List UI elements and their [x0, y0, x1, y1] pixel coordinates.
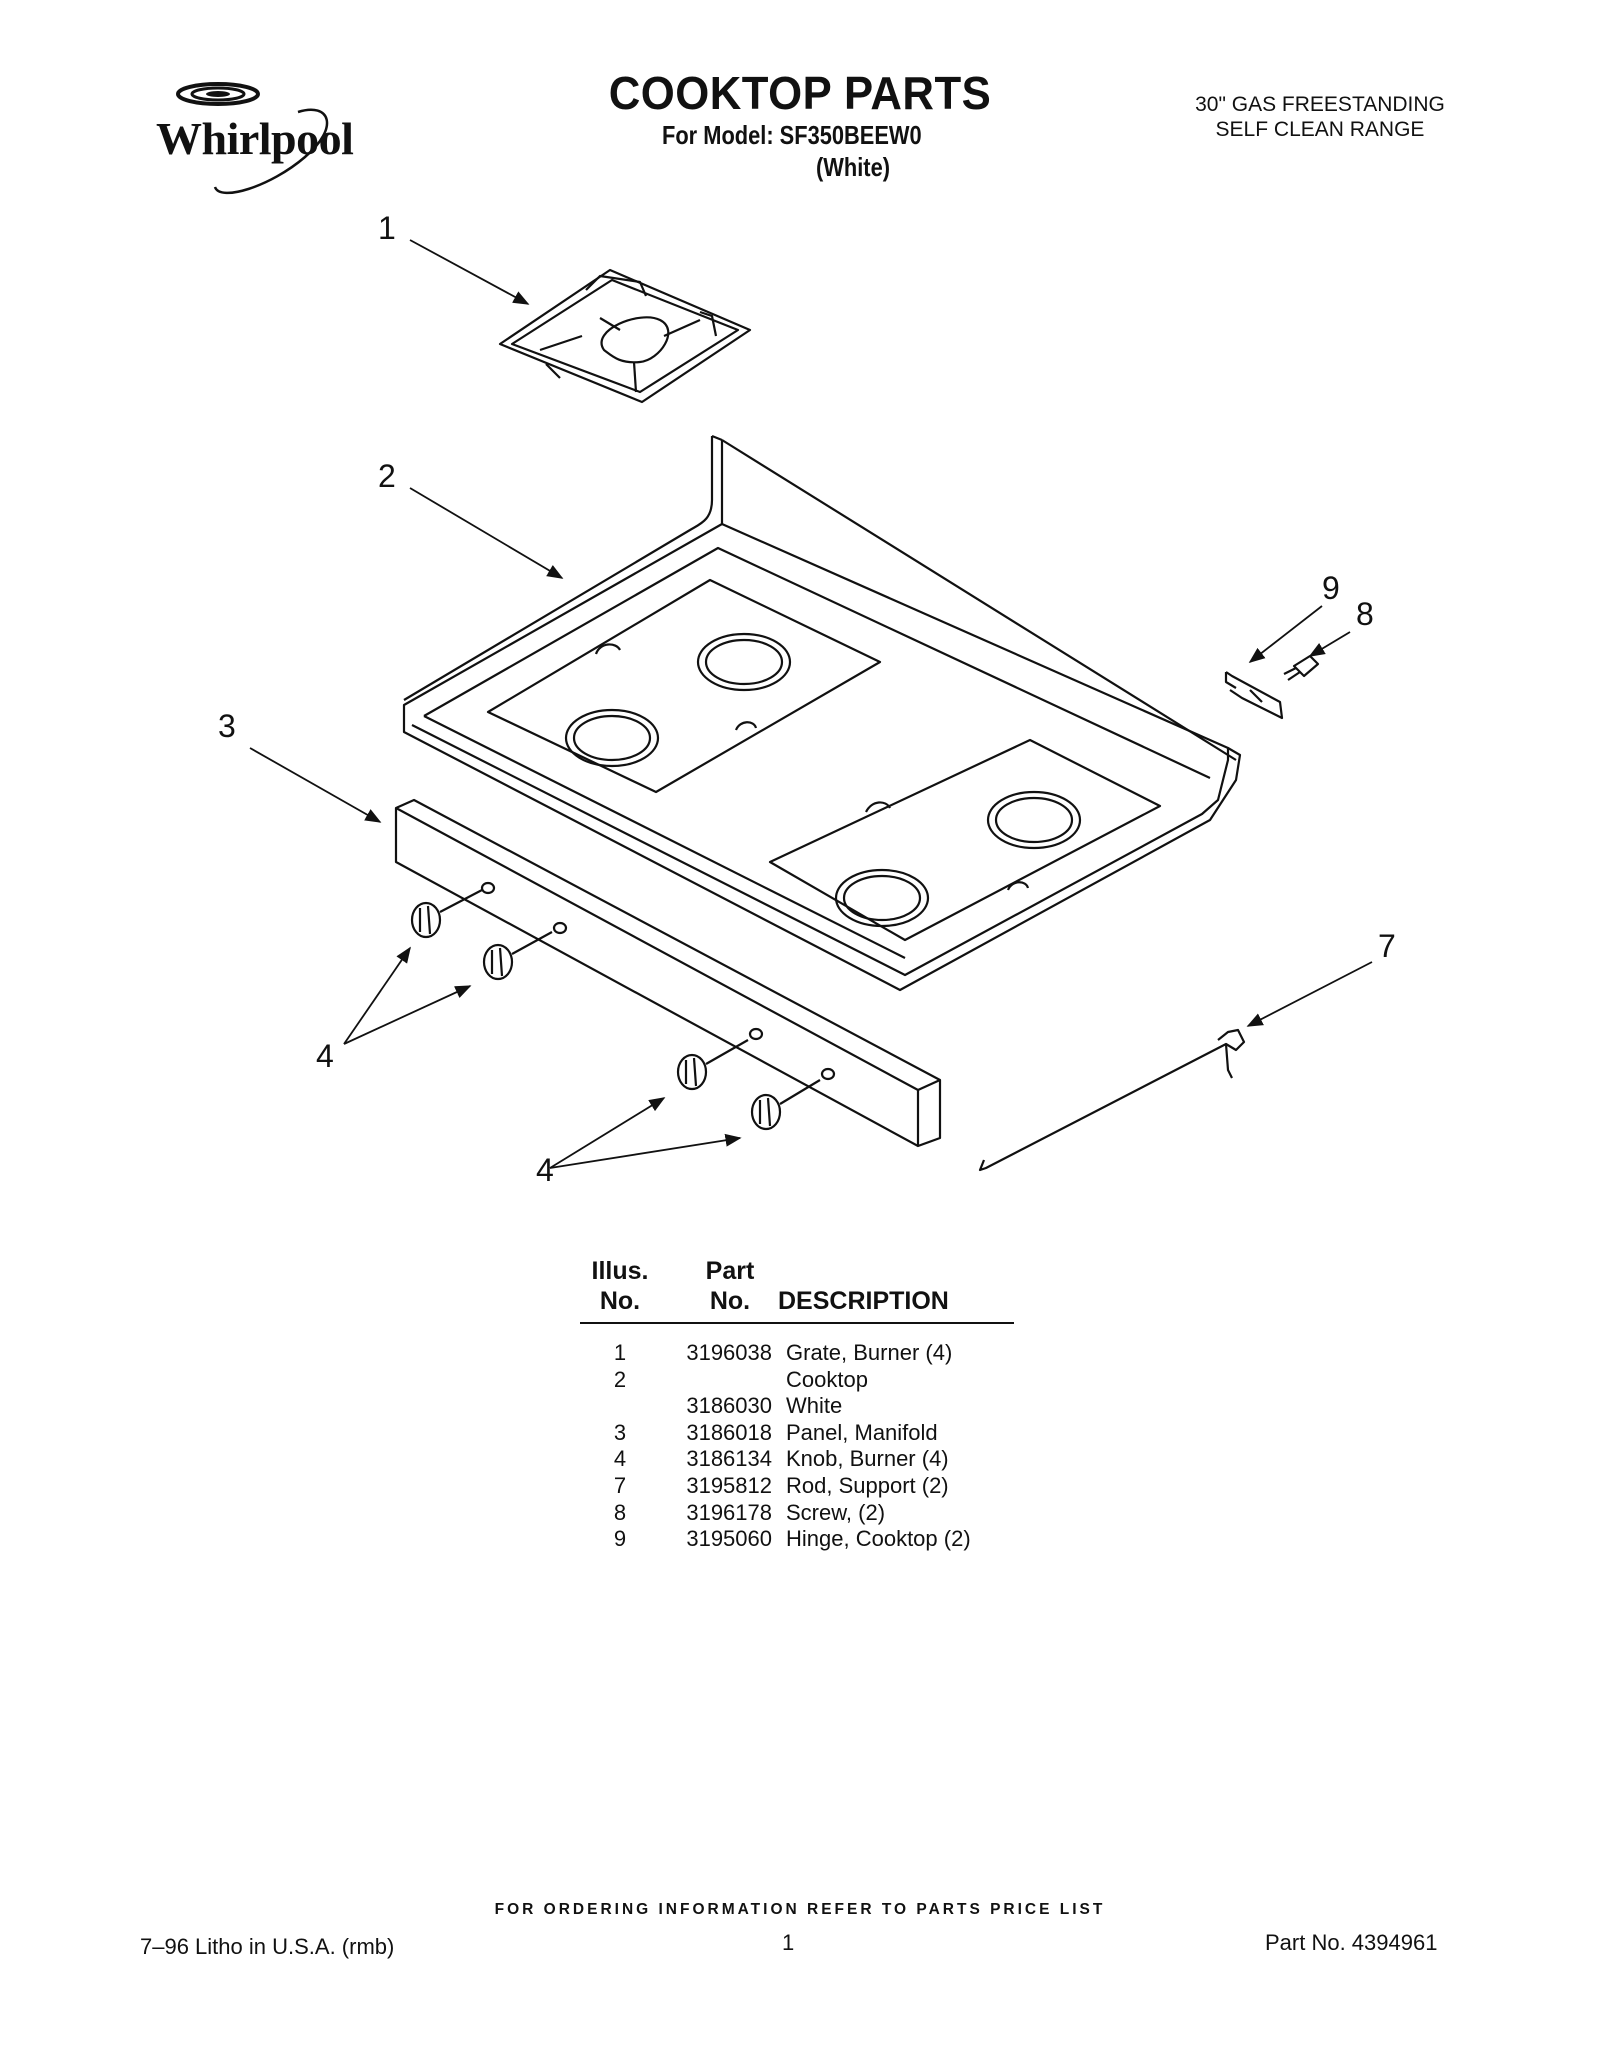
description: Panel, Manifold: [786, 1419, 938, 1445]
part-no: 3186134: [686, 1446, 772, 1472]
exploded-parts-diagram: 1 2 3 4 4 9 8 7: [0, 200, 1600, 1200]
manifold-panel-drawing: [394, 798, 942, 1148]
table-row: 9 3195060 Hinge, Cooktop (2): [580, 1526, 1020, 1553]
callout-8: 8: [1356, 596, 1374, 632]
description: Hinge, Cooktop (2): [786, 1526, 971, 1552]
part-number: Part No. 4394961: [1265, 1930, 1438, 1955]
header-illus-line2: No.: [599, 1287, 641, 1315]
part-no: 3196178: [686, 1499, 772, 1525]
header-illus-no: Illus. No.: [580, 1256, 660, 1316]
callout-3: 3: [218, 708, 236, 744]
table-row: 4 3186134 Knob, Burner (4): [580, 1446, 1020, 1473]
hinge-and-screw-drawing: [1224, 654, 1320, 720]
table-row: 7 3195812 Rod, Support (2): [580, 1473, 1020, 1500]
header-description-text: DESCRIPTION: [778, 1287, 949, 1315]
illus-no: 8: [613, 1499, 627, 1525]
whirlpool-logo: Whirlpool: [140, 72, 380, 202]
parts-table-rows: 1 3196038 Grate, Burner (4) 2 Cooktop 31…: [580, 1340, 1020, 1553]
table-header-rule: [580, 1322, 1014, 1324]
table-row: 3 3186018 Panel, Manifold: [580, 1420, 1020, 1447]
callout-9: 9: [1322, 570, 1340, 606]
diagram-drawing: [249, 239, 1373, 1172]
page-number: 1: [782, 1930, 795, 1955]
part-no: 3196038: [686, 1340, 772, 1365]
range-line-2: SELF CLEAN RANGE: [1215, 118, 1425, 141]
brand-wordmark: Whirlpool: [156, 113, 354, 164]
ordering-notice: FOR ORDERING INFORMATION REFER TO PARTS …: [494, 1901, 1106, 1918]
litho-note: 7–96 Litho in U.S.A. (rmb): [140, 1934, 395, 1959]
color-line: (White): [816, 152, 890, 182]
support-rod-drawing: [978, 1028, 1246, 1172]
description: White: [786, 1393, 843, 1419]
callout-2: 2: [378, 458, 396, 494]
model-line: For Model: SF350BEEW0: [662, 120, 922, 150]
illus-no: 3: [613, 1419, 627, 1445]
part-no: 3186030: [686, 1393, 772, 1419]
page-title: COOKTOP PARTS: [608, 67, 992, 119]
callout-4-right: 4: [536, 1152, 554, 1188]
header-illus-line1: Illus.: [591, 1257, 649, 1285]
description: Knob, Burner (4): [786, 1446, 949, 1472]
callout-4-left: 4: [316, 1038, 334, 1074]
description: Grate, Burner (4): [786, 1340, 953, 1365]
range-line-1: 30" GAS FREESTANDING: [1195, 93, 1445, 116]
part-no: 3195812: [686, 1472, 772, 1498]
illus-no: 4: [613, 1446, 627, 1472]
table-row: 3186030 White: [580, 1393, 1020, 1420]
burner-grate-drawing: [498, 268, 752, 404]
cooktop-drawing: [402, 434, 1242, 992]
description: Screw, (2): [786, 1499, 886, 1525]
illus-no: 9: [613, 1526, 627, 1552]
table-row: 1 3196038 Grate, Burner (4): [580, 1340, 1020, 1367]
header-part-line2: No.: [709, 1287, 751, 1315]
header-part-line1: Part: [705, 1257, 755, 1285]
description: Rod, Support (2): [786, 1472, 949, 1498]
header-part-no: Part No.: [680, 1256, 780, 1316]
part-no: 3195060: [686, 1526, 772, 1552]
callout-1: 1: [378, 210, 396, 246]
illus-no: 1: [613, 1340, 627, 1365]
part-no: 3186018: [686, 1419, 772, 1445]
table-row: 2 Cooktop: [580, 1367, 1020, 1394]
callout-7: 7: [1378, 928, 1396, 964]
table-row: 8 3196178 Screw, (2): [580, 1500, 1020, 1527]
illus-no: 7: [613, 1472, 627, 1498]
header-description: DESCRIPTION: [778, 1286, 978, 1316]
burner-knobs-drawing: [410, 889, 821, 1131]
illus-no: 2: [613, 1366, 627, 1392]
swirl-icon: [176, 82, 329, 195]
description: Cooktop: [786, 1366, 868, 1392]
range-description: 30" GAS FREESTANDING SELF CLEAN RANGE: [1140, 92, 1500, 142]
leader-lines: [249, 239, 1373, 1169]
